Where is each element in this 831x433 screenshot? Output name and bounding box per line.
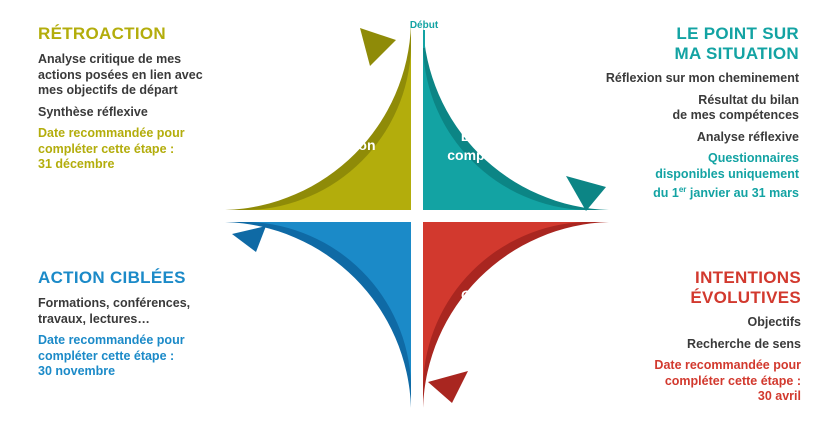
quadrant-label-reflexion: Réflexion xyxy=(312,137,375,153)
quadrant-label-actions: Actions xyxy=(317,287,369,303)
retroaction-line-2: actions posées en lien avec xyxy=(38,67,203,82)
quadrant-label-bilan-1: Bilan des xyxy=(461,128,523,144)
point-note-1: Questionnaires xyxy=(708,151,799,165)
retroaction-block: RÉTROACTION Analyse critique de mes acti… xyxy=(38,24,248,173)
retroaction-date-2: compléter cette étape : xyxy=(38,141,175,156)
actions-date-2: compléter cette étape : xyxy=(38,348,175,363)
intentions-line-1: Objectifs xyxy=(747,315,802,329)
arrow-head-reflexion xyxy=(360,28,396,66)
point-title-2: MA SITUATION xyxy=(674,44,799,63)
point-line-2b: de mes compétences xyxy=(672,108,799,122)
actions-line-2: travaux, lectures… xyxy=(38,311,150,326)
intentions-date-1: Date recommandée pour xyxy=(654,358,801,372)
quadrant-label-bilan-2: compétences xyxy=(447,147,537,163)
q-green-inner xyxy=(249,48,411,210)
point-block: LE POINT SUR MA SITUATION Réflexion sur … xyxy=(559,24,799,202)
actions-title: ACTION CIBLÉES xyxy=(38,268,186,287)
intentions-date-2: compléter cette étape : xyxy=(664,373,801,388)
arrow-head-actions xyxy=(232,226,266,252)
point-note-2: disponibles uniquement xyxy=(655,166,799,181)
point-line-1: Réflexion sur mon cheminement xyxy=(605,71,799,85)
intentions-title-2: ÉVOLUTIVES xyxy=(690,288,801,307)
arrow-head-objectifs xyxy=(428,371,468,403)
retroaction-title: RÉTROACTION xyxy=(38,24,166,43)
q-red-inner xyxy=(423,222,585,384)
retroaction-synthese: Synthèse réflexive xyxy=(38,104,148,119)
intentions-title-1: INTENTIONS xyxy=(695,268,801,287)
retroaction-line-1: Analyse critique de mes xyxy=(38,52,182,66)
point-line-3: Analyse réflexive xyxy=(696,129,799,144)
retroaction-line-3: mes objectifs de départ xyxy=(38,83,178,97)
retroaction-date-3: 31 décembre xyxy=(38,157,115,171)
intentions-date-3: 30 avril xyxy=(757,389,801,403)
retroaction-date-1: Date recommandée pour xyxy=(38,126,185,140)
q-teal-inner xyxy=(423,48,585,210)
intentions-line-2: Recherche de sens xyxy=(687,336,801,351)
point-title-1: LE POINT SUR xyxy=(676,24,799,43)
point-note-3: du 1er janvier au 31 mars xyxy=(653,185,799,201)
actions-block: ACTION CIBLÉES Formations, conférences, … xyxy=(38,268,248,380)
actions-line-1: Formations, conférences, xyxy=(38,296,191,310)
intentions-block: INTENTIONS ÉVOLUTIVES Objectifs Recherch… xyxy=(561,268,801,405)
actions-date-1: Date recommandée pour xyxy=(38,333,185,347)
quadrant-label-objectifs: Objectifs xyxy=(461,287,521,303)
start-label: Début xyxy=(410,20,439,31)
point-line-2a: Résultat du bilan xyxy=(698,92,799,107)
arrow-head-bilan xyxy=(566,176,606,211)
q-blue-inner xyxy=(249,222,411,384)
actions-date-3: 30 novembre xyxy=(38,364,116,378)
